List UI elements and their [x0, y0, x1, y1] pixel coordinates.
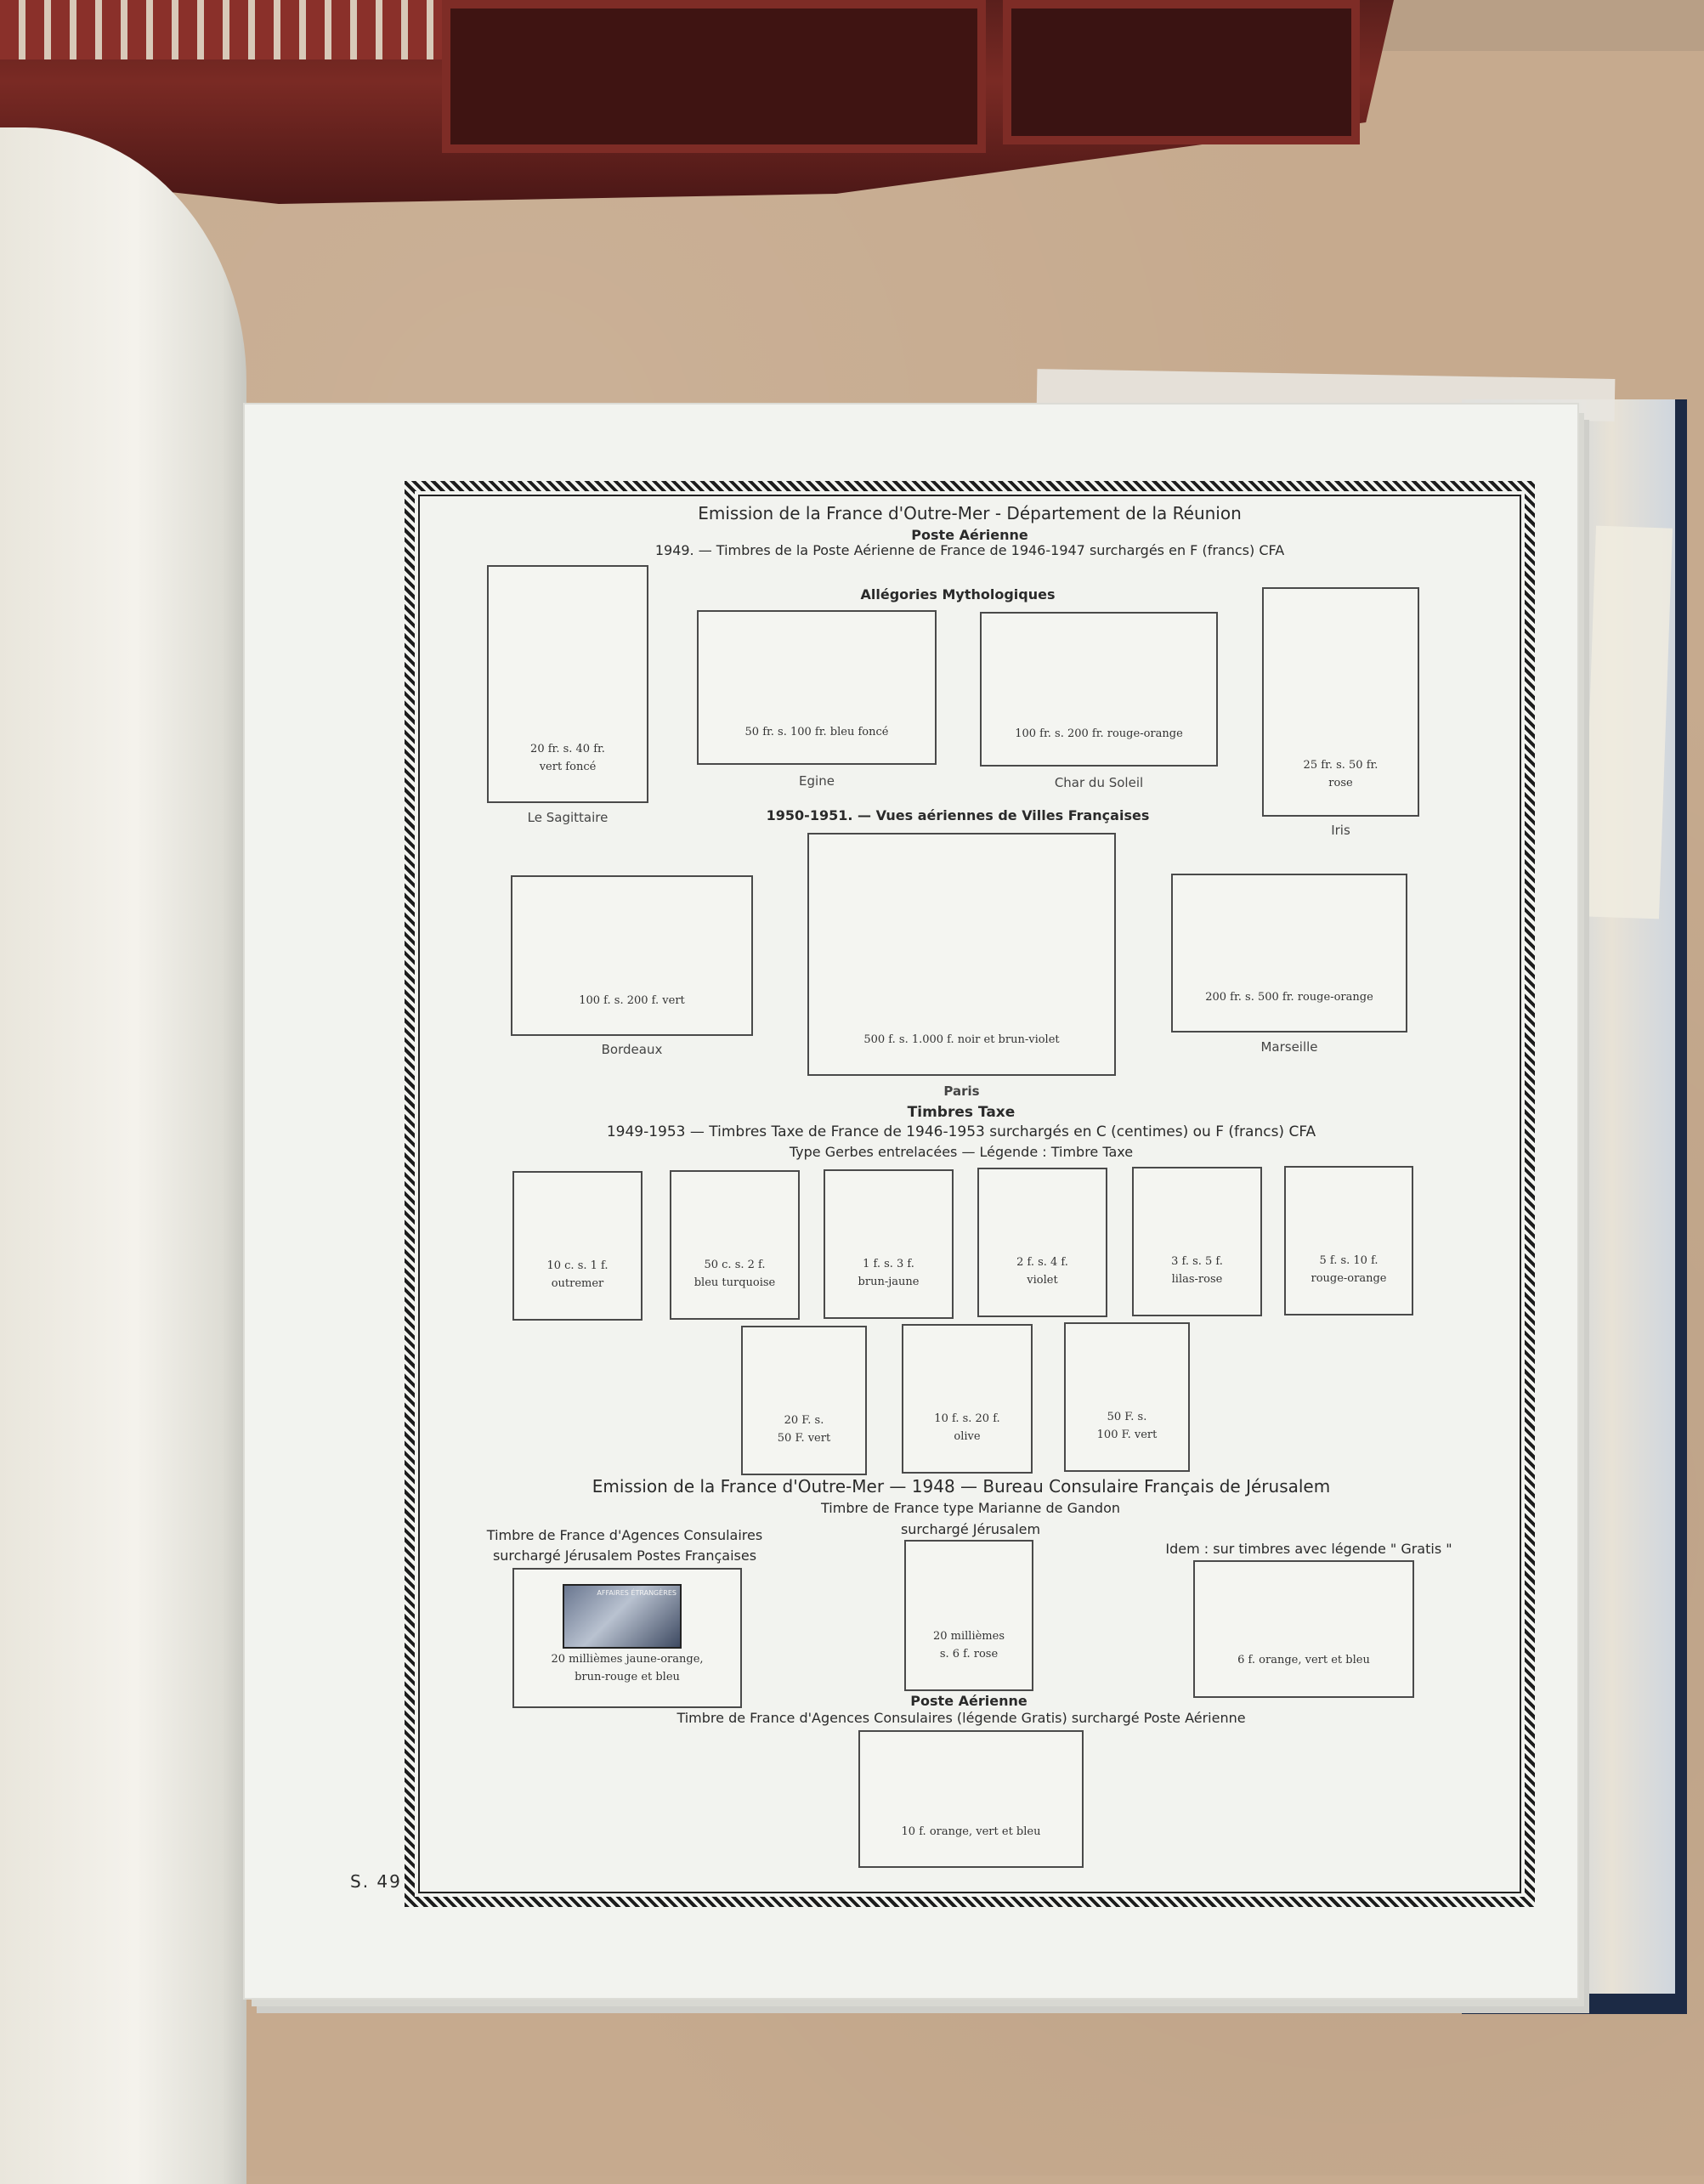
stamp-slot: 3 f. s. 5 f. lilas-rose [1132, 1167, 1262, 1316]
taxe-issue-line: 1949-1953 — Timbres Taxe de France de 19… [606, 1123, 1316, 1140]
jerusalem-title: Emission de la France d'Outre-Mer — 1948… [592, 1476, 1331, 1497]
stamp-value: 100 fr. s. 200 fr. rouge-orange [1015, 727, 1183, 740]
stamp-color: brun-jaune [858, 1275, 920, 1288]
group-heading: Allégories Mythologiques [860, 586, 1056, 603]
stamp-color: 50 F. vert [777, 1431, 831, 1445]
left-caption-line2: surchargé Jérusalem Postes Françaises [492, 1547, 757, 1564]
mounted-stamp-text: AFFAIRES ÉTRANGÈRES [597, 1589, 677, 1597]
stamp-value: 20 millièmes [932, 1630, 1005, 1643]
issue-line-1949: 1949. — Timbres de la Poste Aérienne de … [654, 542, 1285, 558]
taxe-type-line: Type Gerbes entrelacées — Légende : Timb… [789, 1144, 1134, 1160]
rack-compartment [1003, 0, 1360, 144]
stamp-color: olive [954, 1429, 981, 1443]
stamp-slot: 20 F. s. 50 F. vert [741, 1326, 867, 1475]
stamp-slot: 6 f. orange, vert et bleu [1193, 1560, 1414, 1698]
left-caption-line1: Timbre de France d'Agences Consulaires [486, 1527, 763, 1543]
stamp-value: 200 fr. s. 500 fr. rouge-orange [1205, 991, 1373, 1004]
stamp-value: 2 f. s. 4 f. [1016, 1256, 1068, 1269]
stamp-color: s. 6 f. rose [939, 1647, 999, 1661]
stamp-value: 20 F. s. [784, 1414, 824, 1427]
rack-slats [0, 0, 442, 59]
stamp-value: 3 f. s. 5 f. [1171, 1255, 1223, 1268]
stamp-color: rouge-orange [1311, 1271, 1387, 1285]
right-caption: Idem : sur timbres avec légende " Gratis… [1165, 1541, 1452, 1557]
stamp-slot: 10 f. s. 20 f. olive [902, 1324, 1033, 1474]
stamp-slot: 20 millièmes s. 6 f. rose [904, 1540, 1033, 1691]
mounted-stamp: AFFAIRES ÉTRANGÈRES [563, 1584, 682, 1649]
stamp-caption: Char du Soleil [1054, 775, 1144, 790]
stamp-value: 20 fr. s. 40 fr. [530, 743, 605, 755]
stamp-color: brun-rouge et bleu [575, 1670, 680, 1683]
stamp-value: 1 f. s. 3 f. [863, 1258, 914, 1270]
stamp-slot: 50 fr. s. 100 fr. bleu foncé [697, 610, 937, 765]
stamp-value: 5 f. s. 10 f. [1319, 1254, 1378, 1267]
stamp-caption: Marseille [1260, 1039, 1318, 1055]
stamp-slot: 5 f. s. 10 f. rouge-orange [1284, 1166, 1413, 1315]
center-caption-line2: surchargé Jérusalem [900, 1521, 1041, 1537]
page-title: Emission de la France d'Outre-Mer - Dépa… [698, 503, 1242, 523]
stamp-slot: 100 f. s. 200 f. vert [511, 875, 753, 1036]
stamp-color: rose [1328, 776, 1353, 789]
stamp-caption: Iris [1331, 823, 1350, 838]
section-subtitle: Poste Aérienne [911, 527, 1028, 543]
stamp-color: bleu turquoise [693, 1276, 776, 1289]
stamp-value: 10 f. orange, vert et bleu [901, 1825, 1041, 1838]
stamp-slot: 50 c. s. 2 f. bleu turquoise [670, 1170, 800, 1320]
stamp-slot: 10 c. s. 1 f. outremer [512, 1171, 643, 1321]
stamp-caption: Paris [943, 1084, 980, 1099]
stamp-slot: 1 f. s. 3 f. brun-jaune [824, 1169, 954, 1319]
stamp-value: 50 c. s. 2 f. [704, 1259, 766, 1271]
poste-aerienne-label: Poste Aérienne [910, 1693, 1027, 1709]
stamp-slot: 50 F. s. 100 F. vert [1064, 1322, 1190, 1472]
stamp-slot: 100 fr. s. 200 fr. rouge-orange [980, 612, 1218, 767]
stamp-color: vert foncé [539, 760, 597, 773]
stamp-caption: Bordeaux [601, 1042, 663, 1057]
bottom-caption: Timbre de France d'Agences Consulaires (… [677, 1710, 1246, 1726]
stamp-color: violet [1027, 1273, 1058, 1287]
rack-compartment [442, 0, 986, 153]
page-number: S. 49 [350, 1871, 402, 1892]
stamp-value: 10 c. s. 1 f. [546, 1259, 609, 1272]
stamp-value: 20 millièmes jaune-orange, [551, 1653, 704, 1666]
stamp-value: 500 f. s. 1.000 f. noir et brun-violet [863, 1033, 1060, 1046]
stamp-color: 100 F. vert [1096, 1428, 1158, 1441]
stamp-color: outremer [551, 1276, 604, 1290]
stamp-caption: Le Sagittaire [527, 810, 609, 825]
stamp-value: 25 fr. s. 50 fr. [1303, 759, 1378, 772]
stamp-value: 6 f. orange, vert et bleu [1237, 1654, 1370, 1666]
stamp-slot: 25 fr. s. 50 fr. rose [1262, 587, 1419, 817]
inner-border [418, 495, 1521, 1893]
stamp-value: 10 f. s. 20 f. [934, 1412, 1000, 1425]
left-page-curl [0, 127, 246, 2184]
tape-strip [1582, 525, 1673, 919]
stamp-value: 100 f. s. 200 f. vert [579, 994, 685, 1007]
mat [1377, 0, 1704, 51]
center-caption-line1: Timbre de France type Marianne de Gandon [821, 1500, 1120, 1516]
stamp-slot: 200 fr. s. 500 fr. rouge-orange [1171, 874, 1407, 1033]
stamp-slot: 10 f. orange, vert et bleu [858, 1730, 1084, 1868]
stamp-slot: 2 f. s. 4 f. violet [977, 1168, 1107, 1317]
stamp-slot: 500 f. s. 1.000 f. noir et brun-violet [807, 833, 1116, 1076]
stamp-value: 50 fr. s. 100 fr. bleu foncé [744, 726, 889, 738]
stamp-caption: Egine [799, 773, 835, 789]
stamp-value: 50 F. s. [1107, 1411, 1147, 1423]
stamp-slot: 20 fr. s. 40 fr. vert foncé [487, 565, 648, 803]
stamp-color: lilas-rose [1171, 1272, 1223, 1286]
issue-heading-1950: 1950-1951. — Vues aériennes de Villes Fr… [766, 807, 1150, 823]
taxe-title: Timbres Taxe [907, 1104, 1016, 1121]
